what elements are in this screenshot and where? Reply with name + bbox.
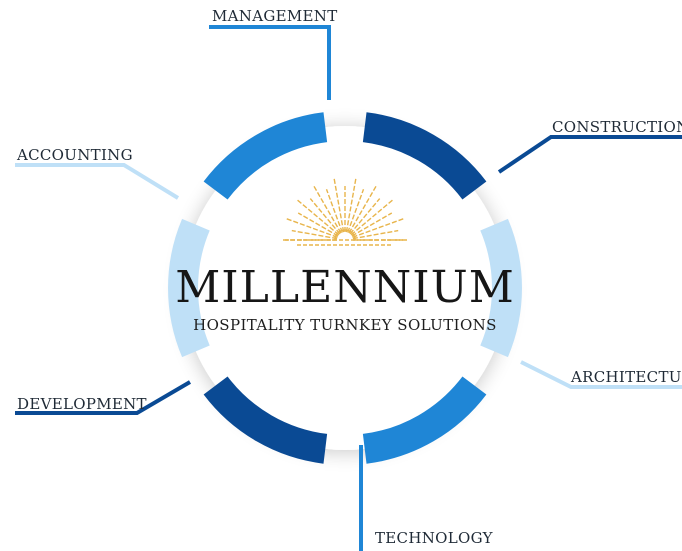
sunburst-ray — [352, 218, 404, 238]
sunburst-ray — [350, 199, 393, 236]
sunburst-ray — [297, 212, 339, 237]
segment-arc-technology — [362, 376, 487, 464]
label-leaders — [15, 25, 682, 551]
sunburst-ray — [347, 189, 365, 233]
leader-line-architecture — [520, 360, 682, 389]
sunburst-ray — [313, 185, 342, 234]
brand-title: MILLENNIUM — [175, 262, 515, 313]
sunburst-ray — [286, 218, 338, 238]
label-construction: CONSTRUCTION — [552, 118, 682, 136]
sunburst-ray — [291, 229, 338, 240]
sunburst-icon — [283, 178, 407, 246]
leader-line-management — [209, 25, 331, 100]
segment-arc-accounting — [168, 218, 210, 358]
leader-line-accounting — [15, 163, 180, 200]
label-architecture: ARCHITECTURE — [570, 368, 682, 386]
sunburst-ray — [309, 198, 341, 235]
sunburst-ray — [325, 189, 343, 233]
label-accounting: ACCOUNTING — [16, 146, 133, 164]
segment-arc-development — [203, 376, 328, 464]
center-disk — [183, 126, 507, 450]
sunburst-sun — [334, 229, 356, 241]
sunburst-ray — [348, 185, 377, 234]
sunburst-ray — [352, 229, 399, 240]
sunburst-ray — [349, 198, 381, 235]
leader-line-construction — [497, 135, 682, 174]
sunburst-ray — [297, 199, 340, 236]
brand-subtitle: HOSPITALITY TURNKEY SOLUTIONS — [193, 316, 497, 334]
segment-arc-management — [203, 112, 328, 200]
label-management: MANAGEMENT — [212, 7, 338, 25]
sunburst-ray — [351, 212, 393, 237]
sunburst-ray — [333, 178, 345, 233]
segment-arc-construction — [362, 112, 487, 200]
segment-arc-architecture — [480, 218, 522, 358]
label-technology: TECHNOLOGY — [375, 529, 494, 547]
leader-line-development — [15, 380, 192, 415]
segment-ring — [168, 112, 522, 464]
label-development: DEVELOPMENT — [17, 395, 147, 413]
sunburst-ray — [345, 178, 357, 233]
